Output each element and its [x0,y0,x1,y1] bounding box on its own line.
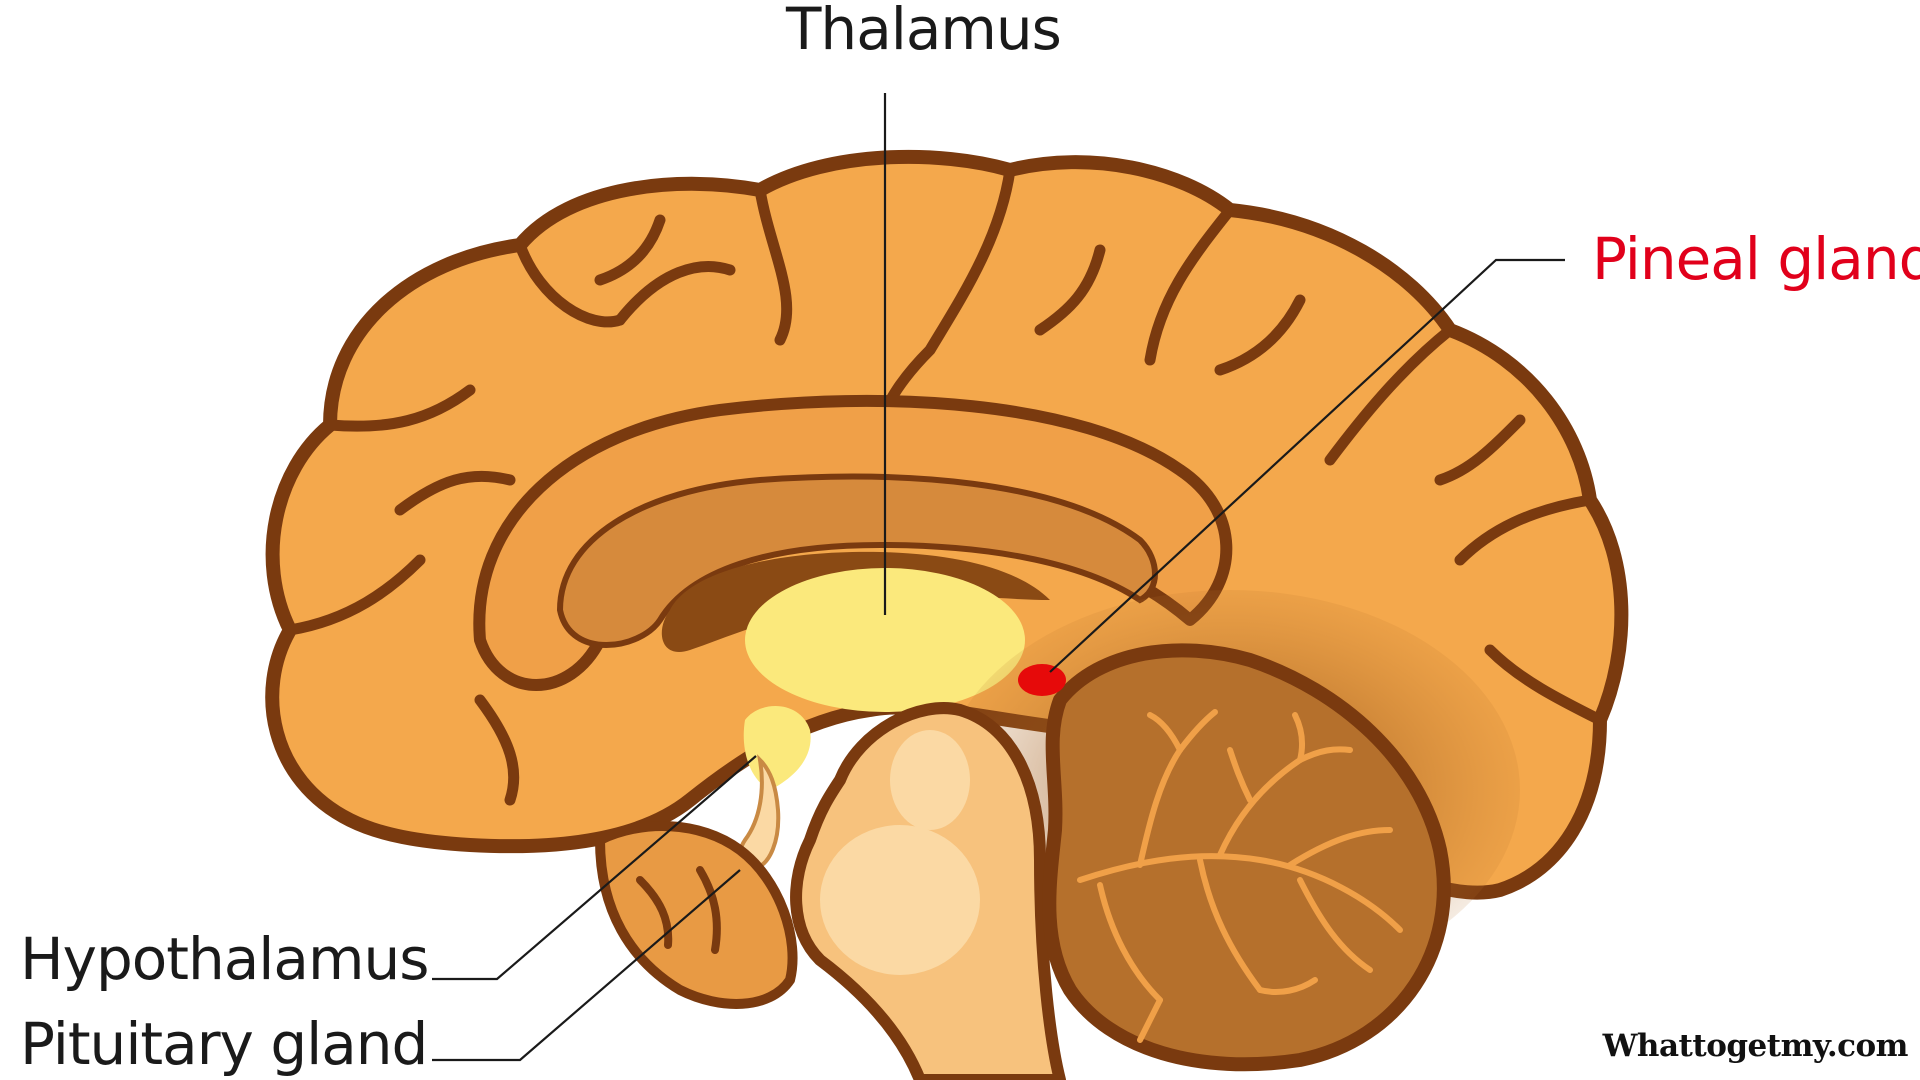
pineal-leader [1049,258,1565,673]
pituitary-leader [432,869,741,1062]
leader-lines [432,93,1565,1062]
midbrain [890,730,970,830]
pineal-gland-label: Pineal gland [1592,225,1920,293]
arbor-vitae [1077,709,1403,1043]
hypothalamus-leader [432,755,757,981]
watermark: Whattogetmy.com [1602,1028,1909,1064]
hypothalamus-label: Hypothalamus [20,925,429,993]
pituitary-gland-label: Pituitary gland [20,1010,428,1078]
thalamus [745,568,1025,712]
temporal-lobe [594,821,798,1009]
pineal-gland [1018,664,1066,696]
hypothalamus [743,706,811,790]
pons [820,825,980,975]
lateral-ventricle [661,551,1050,652]
thalamus-label: Thalamus [786,0,1062,63]
